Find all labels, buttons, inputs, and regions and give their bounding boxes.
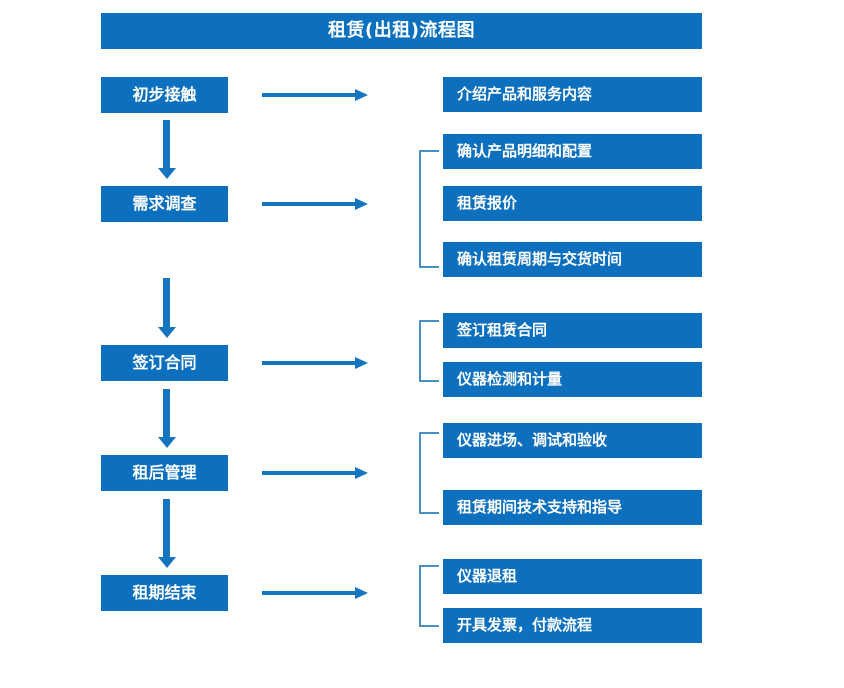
detail-box-invoice-payment[interactable]: 开具发票，付款流程 bbox=[443, 608, 702, 643]
group-bracket-rental-end bbox=[419, 565, 439, 627]
stage-box-sign-contract[interactable]: 签订合同 bbox=[101, 345, 228, 381]
page-title: 租赁(出租)流程图 bbox=[328, 20, 475, 41]
flowchart-title-bar: 租赁(出租)流程图 bbox=[101, 13, 702, 49]
stage-box-post-rental-management[interactable]: 租后管理 bbox=[101, 455, 228, 491]
detail-box-technical-support[interactable]: 租赁期间技术支持和指导 bbox=[443, 490, 702, 525]
detail-box-rental-quote[interactable]: 租赁报价 bbox=[443, 186, 702, 221]
right-arrow-icon-2 bbox=[262, 197, 368, 211]
group-bracket-sign-contract bbox=[419, 320, 439, 382]
detail-label: 开具发票，付款流程 bbox=[457, 616, 593, 634]
down-arrow-icon-3 bbox=[158, 389, 176, 448]
detail-label: 租赁报价 bbox=[457, 194, 518, 212]
detail-label: 租赁期间技术支持和指导 bbox=[457, 498, 623, 516]
detail-box-confirm-period-delivery[interactable]: 确认租赁周期与交货时间 bbox=[443, 242, 702, 277]
detail-label: 仪器退租 bbox=[457, 567, 518, 585]
detail-box-sign-rental-contract[interactable]: 签订租赁合同 bbox=[443, 313, 702, 348]
stage-box-initial-contact[interactable]: 初步接触 bbox=[101, 77, 228, 113]
stage-label: 租后管理 bbox=[132, 463, 197, 482]
detail-label: 仪器进场、调试和验收 bbox=[457, 431, 608, 449]
group-bracket-requirement-survey bbox=[419, 150, 439, 268]
stage-label: 签订合同 bbox=[132, 353, 197, 372]
right-arrow-icon-5 bbox=[262, 586, 368, 600]
stage-box-requirement-survey[interactable]: 需求调查 bbox=[101, 186, 228, 222]
group-bracket-post-rental-management bbox=[419, 432, 439, 514]
down-arrow-icon-2 bbox=[158, 278, 176, 338]
stage-box-rental-end[interactable]: 租期结束 bbox=[101, 575, 228, 611]
stage-label: 需求调查 bbox=[132, 194, 197, 213]
right-arrow-icon-4 bbox=[262, 466, 368, 480]
detail-box-instrument-return[interactable]: 仪器退租 bbox=[443, 559, 702, 594]
right-arrow-icon-1 bbox=[262, 88, 368, 102]
detail-label: 确认产品明细和配置 bbox=[457, 142, 593, 160]
detail-box-introduce-products[interactable]: 介绍产品和服务内容 bbox=[443, 77, 702, 112]
detail-label: 签订租赁合同 bbox=[457, 321, 548, 339]
stage-label: 租期结束 bbox=[132, 583, 197, 602]
detail-label: 仪器检测和计量 bbox=[457, 370, 563, 388]
down-arrow-icon-1 bbox=[158, 120, 176, 179]
detail-label: 确认租赁周期与交货时间 bbox=[457, 250, 623, 268]
detail-label: 介绍产品和服务内容 bbox=[457, 85, 593, 103]
detail-box-instrument-inspection[interactable]: 仪器检测和计量 bbox=[443, 362, 702, 397]
detail-box-instrument-onsite-commissioning[interactable]: 仪器进场、调试和验收 bbox=[443, 423, 702, 458]
detail-box-confirm-product-spec[interactable]: 确认产品明细和配置 bbox=[443, 134, 702, 169]
down-arrow-icon-4 bbox=[158, 499, 176, 568]
right-arrow-icon-3 bbox=[262, 356, 368, 370]
stage-label: 初步接触 bbox=[132, 85, 197, 104]
